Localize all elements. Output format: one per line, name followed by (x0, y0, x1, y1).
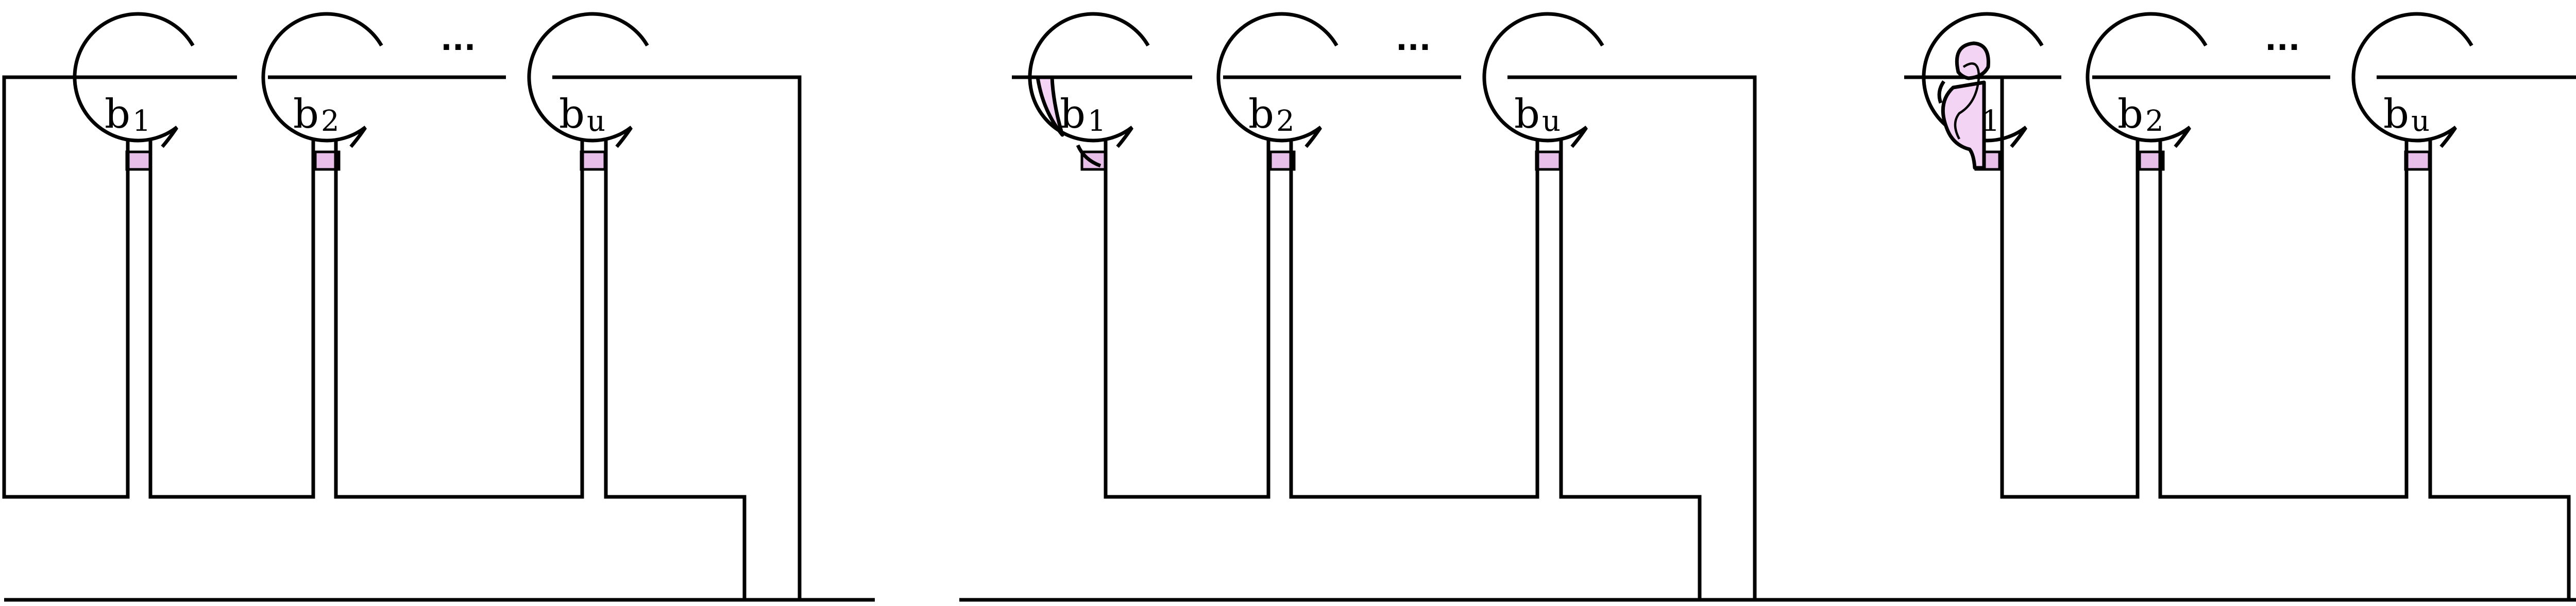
bump-3: bu (1482, 12, 1604, 171)
chord-u-to-ground (2377, 75, 2576, 79)
band (2404, 150, 2431, 171)
twisted-strand-tip (1937, 80, 1945, 104)
outer-loop-left (2, 75, 130, 499)
loop-u-ground (2428, 139, 2571, 600)
bump-tail (161, 127, 178, 148)
label-b1: b1 (105, 91, 151, 138)
label-subscript: u (2411, 105, 2430, 138)
ellipsis: ··· (440, 29, 476, 65)
label-base: b (105, 91, 130, 137)
label-b2: b2 (2117, 91, 2164, 138)
bump-2: b2 (2086, 12, 2208, 171)
label-subscript: u (587, 105, 605, 138)
bump-arc (2351, 12, 2473, 143)
label-subscript: u (1542, 105, 1561, 138)
label-base: b (1514, 91, 1540, 137)
bump-tail (1116, 127, 1133, 148)
ellipsis: ··· (1396, 29, 1431, 65)
chord-u-to-ground (552, 75, 802, 600)
pink-sliver (1036, 75, 1064, 137)
label-subscript: 1 (132, 105, 151, 138)
ellipsis: ··· (2265, 29, 2300, 65)
band (1535, 150, 1562, 171)
loop-1-2 (148, 139, 315, 499)
short-strand (1076, 144, 1101, 168)
label-subscript: 2 (2145, 105, 2164, 138)
bump-arc (261, 12, 383, 143)
band (125, 150, 152, 171)
bump-arc (527, 12, 649, 143)
chord-u-to-ground (1507, 75, 1757, 600)
loop-1-2 (1104, 139, 1270, 499)
label-subscript: 2 (321, 105, 340, 138)
b1-stem-joint (1984, 75, 2004, 139)
loop-u-ground (1559, 139, 1702, 600)
label-b2: b2 (1248, 91, 1295, 138)
bump-3: bu (527, 12, 649, 171)
bump-3: bu (2351, 12, 2473, 171)
bump-arc (1216, 12, 1338, 143)
bump-1: b1 (73, 12, 195, 171)
bump-tail (2439, 127, 2457, 148)
loop-2-u (1289, 139, 1539, 499)
bump-tail (1304, 127, 1322, 148)
loop-1-2 (2000, 139, 2140, 499)
bump-tail (2174, 127, 2191, 148)
label-base: b (559, 91, 585, 137)
label-b1: b1 (1060, 91, 1106, 138)
band (580, 150, 606, 171)
bump-tail (1570, 127, 1588, 148)
label-bu: bu (2383, 91, 2430, 138)
loop-u-ground (604, 139, 747, 600)
label-base: b (1060, 91, 1086, 137)
label-base: b (2117, 91, 2143, 137)
label-bu: bu (559, 91, 605, 138)
label-base: b (1248, 91, 1274, 137)
label-base: b (293, 91, 319, 137)
label-subscript: 2 (1276, 105, 1295, 138)
bump-arc (2086, 12, 2208, 143)
loop-2-u (334, 139, 584, 499)
bump-arc (1028, 12, 1150, 143)
label-bu: bu (1514, 91, 1561, 138)
twisted-strand (1954, 62, 1980, 140)
bump-arc (1482, 12, 1604, 143)
bump-arc (73, 12, 195, 143)
pink-blob-body (1941, 80, 1986, 170)
label-subscript: 1 (1088, 105, 1106, 138)
bump-2: b2 (1216, 12, 1338, 171)
label-base: b (2383, 91, 2409, 137)
label-b2: b2 (293, 91, 340, 138)
bump-tail (2010, 127, 2027, 148)
bump-tail (349, 127, 367, 148)
loop-2-u (2158, 139, 2409, 499)
bump-2: b2 (261, 12, 383, 171)
bump-tail (615, 127, 633, 148)
pink-blob-top (1955, 41, 1990, 80)
